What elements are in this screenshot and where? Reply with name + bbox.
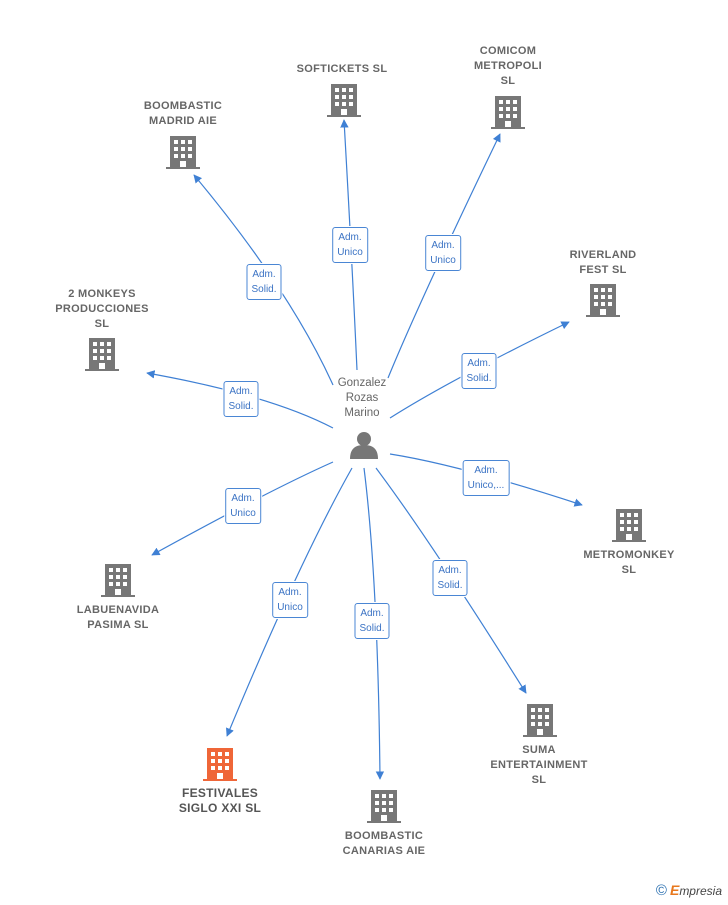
role-badge-labuenavida: Adm. Unico xyxy=(225,488,261,524)
building-icon[interactable] xyxy=(523,704,557,737)
role-badge-metromonkey: Adm. Unico,... xyxy=(462,460,510,496)
role-badge-riverland: Adm. Solid. xyxy=(461,353,497,389)
role-badge-boombastic-canarias: Adm. Solid. xyxy=(354,603,390,639)
role-badge-comicom: Adm. Unico xyxy=(425,235,461,271)
building-icon[interactable] xyxy=(367,790,401,823)
building-icon[interactable] xyxy=(327,84,361,117)
edge-festivales xyxy=(226,467,353,737)
company-label-softickets[interactable]: SOFTICKETS SL xyxy=(296,63,388,75)
company-label-2monkeys[interactable]: 2 MONKEYS PRODUCCIONES SL xyxy=(55,288,149,330)
building-icon[interactable] xyxy=(203,748,237,781)
company-label-comicom[interactable]: COMICOM METROPOLI SL xyxy=(473,45,543,87)
copyright-icon: © xyxy=(655,882,667,899)
role-badge-softickets: Adm. Unico xyxy=(332,227,368,263)
empresia-logo: ©Empresia xyxy=(655,882,722,899)
role-badge-suma: Adm. Solid. xyxy=(432,560,468,596)
person-icon[interactable] xyxy=(350,432,378,459)
company-label-metromonkey[interactable]: METROMONKEY SL xyxy=(583,549,675,576)
edge-comicom xyxy=(387,133,501,379)
company-label-labuenavida[interactable]: LABUENAVIDA PASIMA SL xyxy=(76,604,160,631)
company-label-riverland[interactable]: RIVERLAND FEST SL xyxy=(569,249,637,276)
role-badge-boombastic-madrid: Adm. Solid. xyxy=(246,264,282,300)
company-label-suma[interactable]: SUMA ENTERTAINMENT SL xyxy=(490,744,588,786)
building-icon[interactable] xyxy=(101,564,135,597)
building-icon[interactable] xyxy=(586,284,620,317)
building-icon[interactable] xyxy=(491,96,525,129)
company-label-boombastic-canarias[interactable]: BOOMBASTIC CANARIAS AIE xyxy=(342,830,426,857)
edge-boombastic-canarias xyxy=(363,467,385,780)
building-icon[interactable] xyxy=(612,509,646,542)
person-name[interactable]: Gonzalez Rozas Marino xyxy=(337,377,387,419)
role-badge-festivales: Adm. Unico xyxy=(272,582,308,618)
role-badge-2monkeys: Adm. Solid. xyxy=(223,381,259,417)
building-icon[interactable] xyxy=(85,338,119,371)
company-label-festivales[interactable]: FESTIVALES SIGLO XXI SL xyxy=(178,786,262,815)
building-icon[interactable] xyxy=(166,136,200,169)
company-label-boombastic-madrid[interactable]: BOOMBASTIC MADRID AIE xyxy=(143,100,223,127)
